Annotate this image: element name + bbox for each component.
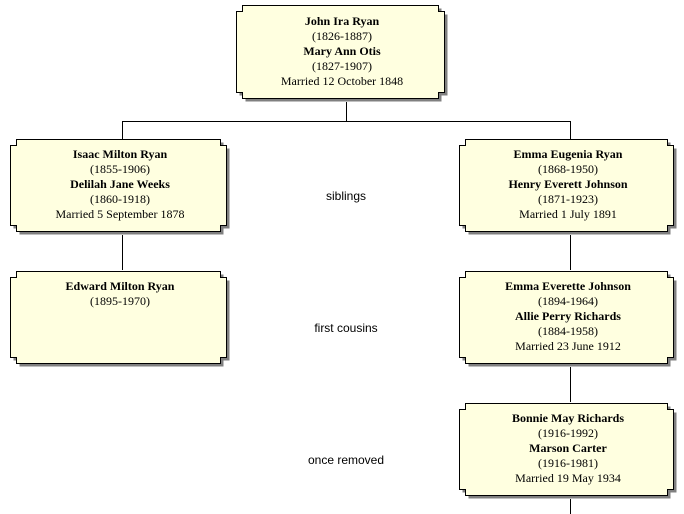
spouse-name: Henry Everett Johnson <box>508 177 628 191</box>
person-box-left-gen1[interactable]: Isaac Milton Ryan (1855-1906) Delilah Ja… <box>10 139 230 235</box>
person-box-right-gen3[interactable]: Bonnie May Richards (1916-1992) Marson C… <box>459 403 677 499</box>
person-name: John Ira Ryan <box>304 14 380 28</box>
box-frame <box>236 5 448 102</box>
box-border <box>10 139 227 232</box>
person-dates: (1916-1992) <box>538 426 598 440</box>
box-border <box>459 271 674 364</box>
marriage-date: Married 12 October 1848 <box>280 74 404 88</box>
connector-right-gen3-below <box>570 499 571 514</box>
spouse-dates: (1916-1981) <box>538 456 598 470</box>
person-dates: (1855-1906) <box>90 162 150 176</box>
person-name: Isaac Milton Ryan <box>72 147 168 161</box>
connector-left-gen1-gen2 <box>122 235 123 270</box>
spouse-name: Delilah Jane Weeks <box>70 177 170 191</box>
spouse-name: Mary Ann Otis <box>303 44 381 58</box>
person-box-right-gen1[interactable]: Emma Eugenia Ryan (1868-1950) Henry Ever… <box>459 139 677 235</box>
connector-horizontal <box>122 121 571 122</box>
spouse-dates: (1827-1907) <box>312 59 372 73</box>
person-name: Emma Eugenia Ryan <box>513 147 623 161</box>
relation-label-siblings: siblings <box>325 189 367 203</box>
relation-label-first-cousins: first cousins <box>314 321 378 335</box>
box-border <box>10 271 227 364</box>
marriage-date: Married 1 July 1891 <box>519 207 617 221</box>
person-dates: (1826-1887) <box>312 29 372 43</box>
connector-right-gen2-gen3 <box>570 367 571 402</box>
box-border <box>236 5 445 99</box>
connector-right-down <box>570 121 571 139</box>
spouse-dates: (1884-1958) <box>538 324 598 338</box>
spouse-name: Allie Perry Richards <box>515 309 621 323</box>
marriage-date: Married 19 May 1934 <box>515 471 621 485</box>
box-frame <box>459 403 677 499</box>
box-border <box>459 139 674 232</box>
spouse-name: Marson Carter <box>529 441 607 455</box>
box-frame <box>10 139 230 235</box>
person-dates: (1895-1970) <box>90 294 150 308</box>
box-frame <box>459 139 677 235</box>
relation-label-once-removed: once removed <box>307 453 385 467</box>
box-frame <box>10 271 230 367</box>
person-name: Bonnie May Richards <box>511 411 624 425</box>
box-frame <box>459 271 677 367</box>
marriage-date: Married 5 September 1878 <box>55 207 185 221</box>
box-border <box>459 403 674 496</box>
person-box-left-gen2[interactable]: Edward Milton Ryan (1895-1970) <box>10 271 230 367</box>
person-box-root[interactable]: John Ira Ryan (1826-1887) Mary Ann Otis … <box>236 5 448 102</box>
person-box-right-gen2[interactable]: Emma Everette Johnson (1894-1964) Allie … <box>459 271 677 367</box>
spouse-dates: (1871-1923) <box>538 192 598 206</box>
person-name: Edward Milton Ryan <box>65 279 175 293</box>
marriage-date: Married 23 June 1912 <box>515 339 621 353</box>
connector-root-down <box>346 102 347 121</box>
connector-left-down <box>122 121 123 139</box>
person-dates: (1894-1964) <box>538 294 598 308</box>
person-dates: (1868-1950) <box>538 162 598 176</box>
person-name: Emma Everette Johnson <box>505 279 631 293</box>
spouse-dates: (1860-1918) <box>90 192 150 206</box>
connector-right-gen1-gen2 <box>570 235 571 270</box>
